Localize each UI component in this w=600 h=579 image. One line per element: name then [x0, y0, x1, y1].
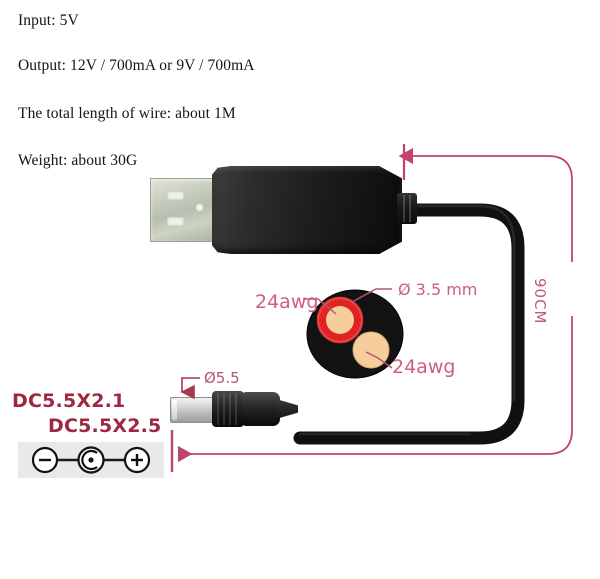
polarity-diagram — [18, 442, 164, 478]
usb-shell-hole — [195, 203, 204, 212]
spec-input: Input: 5V — [18, 12, 79, 29]
usb-contact-lower — [167, 217, 184, 226]
dc-plug-strain-relief — [276, 399, 298, 419]
label-24awg-top: 24awg — [255, 291, 319, 313]
dc-plug-barrel-tip — [170, 397, 216, 423]
dc-plug-shell — [242, 392, 280, 426]
usb-boost-module — [212, 166, 417, 254]
dc-spec-5525: DC5.5X2.5 — [48, 415, 162, 437]
spec-weight: Weight: about 30G — [18, 152, 138, 169]
dc-spec-5521: DC5.5X2.1 — [12, 390, 126, 412]
polarity-symbols — [31, 446, 151, 474]
label-outer-diameter: Ø 3.5 mm — [398, 280, 478, 299]
cable-strain-relief — [397, 193, 417, 224]
label-24awg-bottom: 24awg — [392, 356, 456, 378]
label-total-length: 90CM — [531, 278, 549, 325]
usb-a-plug — [150, 178, 219, 242]
spec-wire-length: The total length of wire: about 1M — [18, 105, 236, 122]
dc-plug-collar — [212, 391, 244, 427]
module-housing — [212, 166, 402, 254]
label-plug-diameter: Ø5.5 — [204, 369, 240, 387]
dc-barrel-plug — [170, 390, 300, 428]
spec-output: Output: 12V / 700mA or 9V / 700mA — [18, 57, 255, 74]
usb-contact-upper — [167, 191, 184, 200]
